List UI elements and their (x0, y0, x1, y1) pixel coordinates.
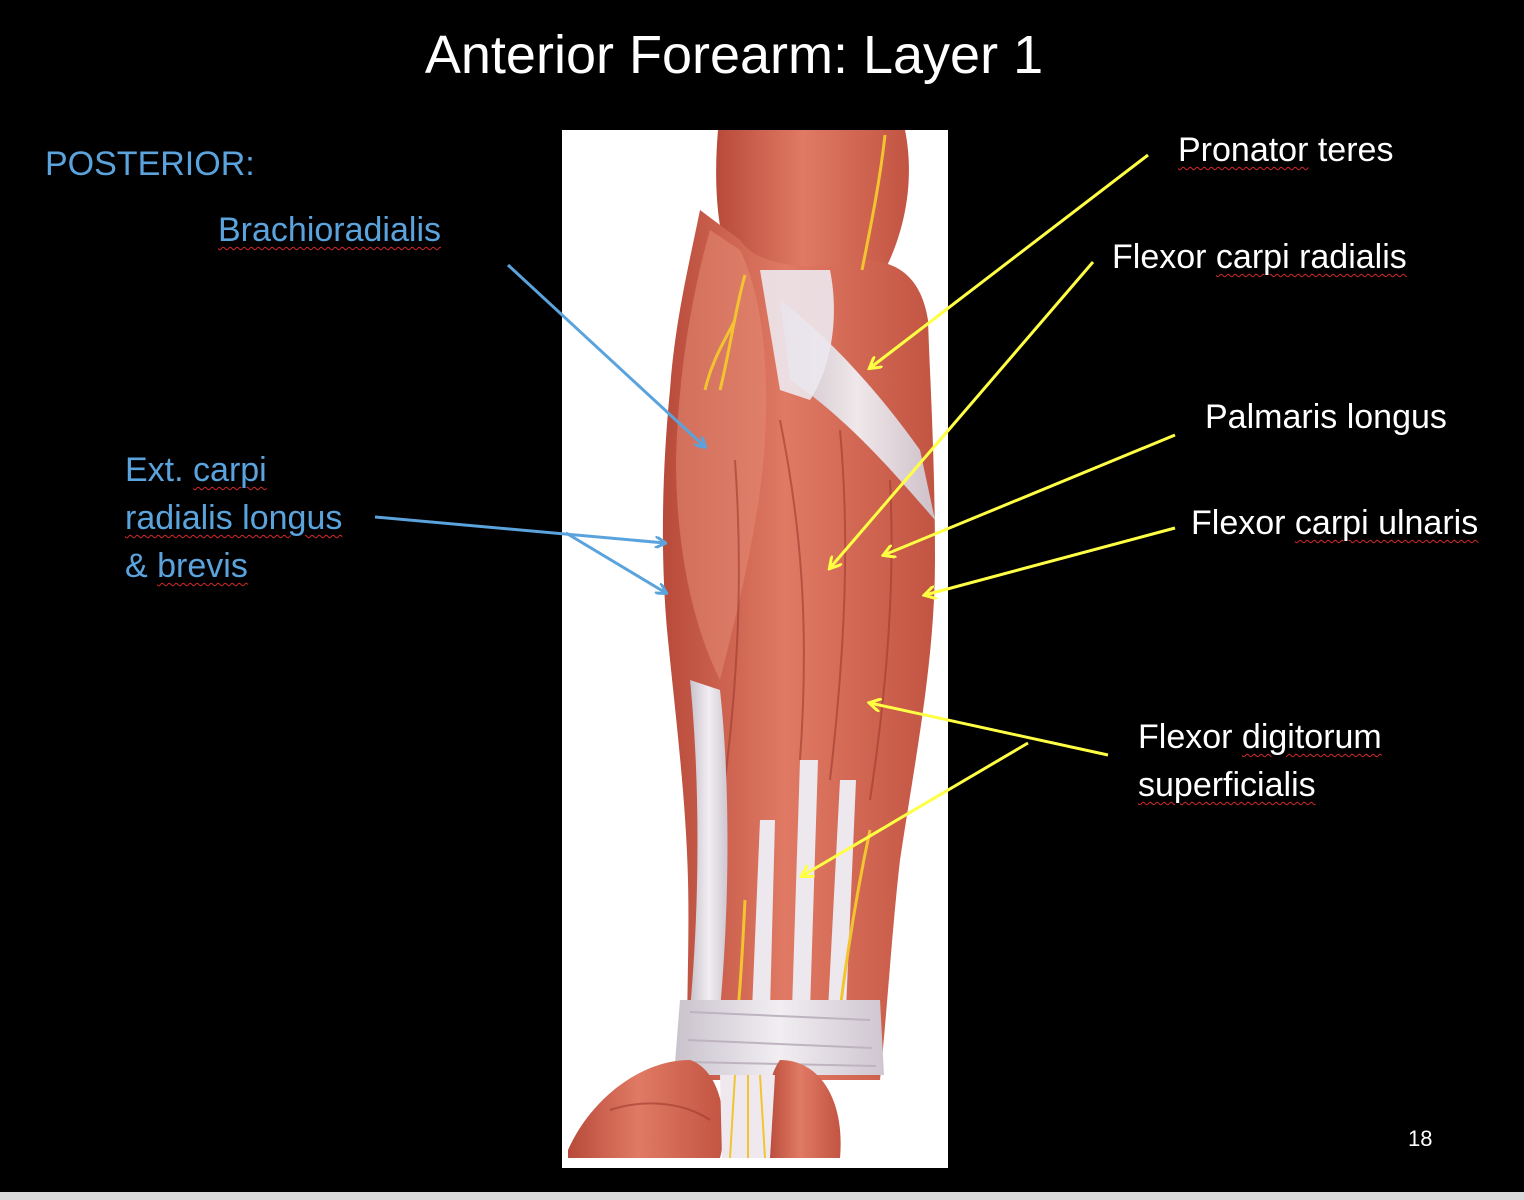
label-pronator-b: teres (1308, 131, 1394, 169)
arrow-flexor-carpi-ulnaris (925, 526, 1176, 595)
label-ecr-line3: & brevis (125, 542, 248, 590)
label-ecr-line1-b: carpi (193, 451, 267, 489)
label-flexor-carpi-ulnaris: Flexor carpi ulnaris (1191, 499, 1478, 547)
label-fds-line2-text: superficialis (1138, 766, 1316, 804)
posterior-heading: POSTERIOR: (45, 145, 255, 183)
slide-title: Anterior Forearm: Layer 1 (424, 25, 1044, 85)
label-fds-b: digitorum (1241, 718, 1382, 756)
label-ecr-line3-b: brevis (157, 547, 248, 585)
label-pronator-a: Pronator (1178, 131, 1309, 169)
label-flexor-carpi-radialis: Flexor carpi radialis (1112, 233, 1407, 281)
arrow-ecr-longus (374, 515, 665, 543)
arrow-ecr-brevis (565, 531, 666, 593)
arrow-palmaris-longus (884, 433, 1176, 555)
arrow-brachioradialis (506, 263, 705, 447)
bottom-strip (0, 1192, 1524, 1200)
label-brachioradialis-text: Brachioradialis (218, 211, 441, 249)
label-fds-line1: Flexor digitorum (1138, 713, 1382, 761)
label-brachioradialis: Brachioradialis (218, 206, 441, 254)
label-pronator-teres: Pronator teres (1178, 126, 1393, 174)
label-fds-line2: superficialis (1138, 761, 1316, 809)
page-number: 18 (1408, 1126, 1433, 1151)
label-ecr-line2-text: radialis longus (125, 499, 343, 537)
label-fcr-a: Flexor (1112, 238, 1216, 276)
label-fcu-a: Flexor (1191, 504, 1295, 542)
arrow-pronator-teres (870, 153, 1149, 368)
label-fds-a: Flexor (1138, 718, 1242, 756)
label-fcr-b: carpi radialis (1215, 238, 1407, 276)
label-ecr-line1: Ext. carpi (125, 446, 267, 494)
label-ecr-line2: radialis longus (125, 494, 342, 542)
label-palmaris-longus: Palmaris longus (1205, 398, 1447, 436)
label-ecr-line1-a: Ext. (125, 451, 194, 489)
forearm-illustration (568, 130, 935, 1159)
arrow-fds-upper (870, 703, 1109, 757)
arrow-flexor-carpi-radialis (830, 261, 1095, 568)
label-fcu-b: carpi ulnaris (1294, 504, 1479, 542)
arrow-fds-lower (802, 741, 1029, 876)
label-ecr-line3-a: & (125, 547, 158, 585)
